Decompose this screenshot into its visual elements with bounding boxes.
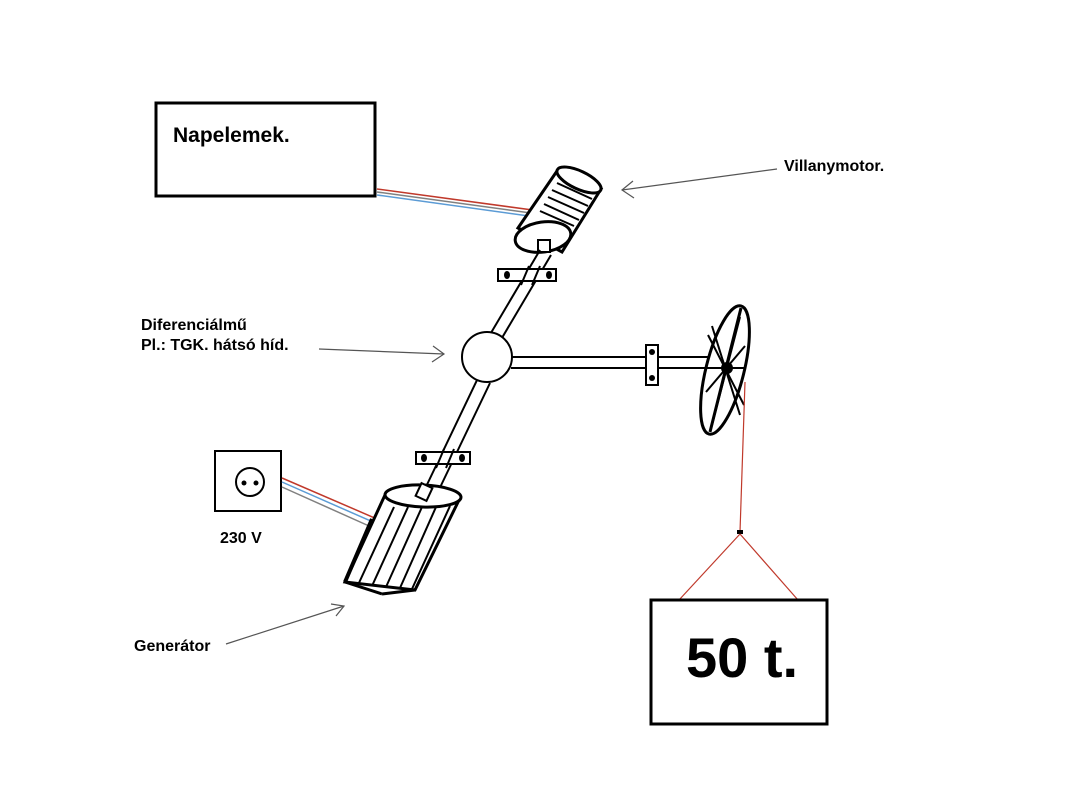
weight-rope bbox=[678, 381, 799, 601]
differential-arrow bbox=[318, 345, 446, 363]
weight-box: 50 t. bbox=[649, 598, 829, 726]
differential bbox=[461, 331, 513, 383]
lower-bearing bbox=[415, 448, 471, 469]
electric-motor bbox=[513, 165, 604, 254]
wall-socket: 230 V bbox=[214, 450, 282, 547]
socket-wires bbox=[281, 477, 385, 531]
solar-panel-box: Napelemek. bbox=[154, 101, 377, 198]
upper-bearing bbox=[497, 265, 557, 286]
generator-label: Generátor bbox=[134, 638, 210, 655]
solar-panel-label: Napelemek. bbox=[173, 124, 290, 147]
electric-motor-arrow bbox=[620, 168, 778, 199]
flywheel bbox=[699, 304, 751, 436]
generator-arrow bbox=[225, 603, 346, 645]
socket-voltage-label: 230 V bbox=[220, 530, 262, 547]
horizontal-bearing bbox=[645, 344, 659, 386]
lower-shaft bbox=[422, 377, 491, 499]
differential-label-line1: Diferenciálmű bbox=[141, 317, 247, 334]
solar-wires bbox=[376, 188, 541, 218]
differential-label-line2: Pl.: TGK. hátsó híd. bbox=[141, 337, 289, 354]
horizontal-shaft bbox=[511, 356, 728, 369]
weight-label: 50 t. bbox=[686, 626, 798, 689]
generator bbox=[342, 481, 463, 596]
electric-motor-label: Villanymotor. bbox=[784, 158, 884, 175]
